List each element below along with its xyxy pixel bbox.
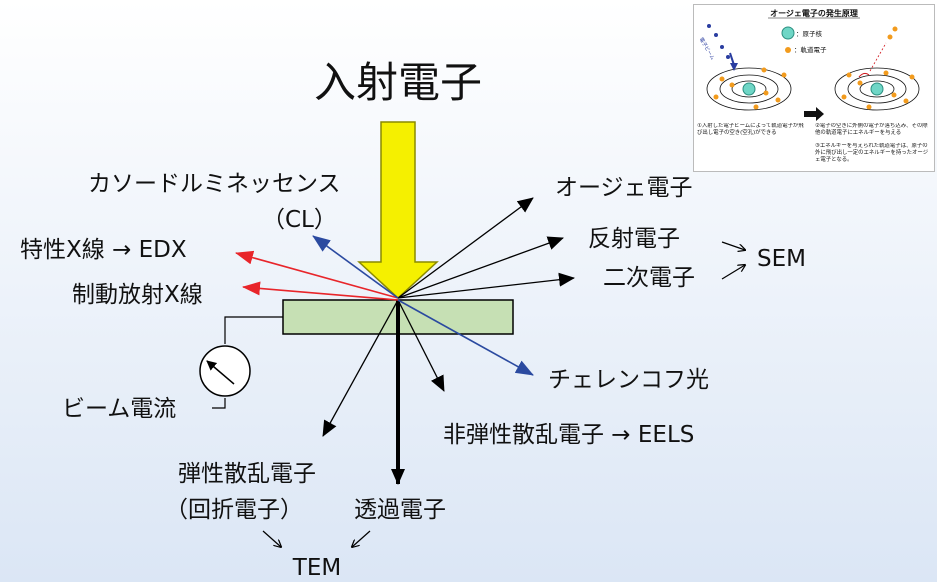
inset-note-right-2: ③エネルギーを与えられた軌道電子は、原子の外に飛び出し一定のエネルギーを持ったオ… xyxy=(815,143,929,163)
label-bremsstrahlung: 制動放射X線 xyxy=(72,282,203,308)
sem-group-arrow-top xyxy=(721,241,745,250)
characteristic-xray-arrow xyxy=(235,250,399,299)
inset-step-arrow xyxy=(804,107,824,121)
bremsstrahlung-arrow xyxy=(242,281,399,301)
beam-current-wire-bottom xyxy=(212,398,226,409)
label-cherenkov: チェレンコフ光 xyxy=(548,367,709,393)
ammeter-needle xyxy=(206,360,235,385)
sem-group-arrow-bottom xyxy=(721,265,745,280)
inset-canvas: オージェ電子の発生原理 ：原子核 ：軌道電子 電子ビーム xyxy=(697,8,929,163)
label-beam-current: ビーム電流 xyxy=(62,396,176,422)
atom-right xyxy=(834,26,920,111)
label-inelastic: 非弾性散乱電子 → EELS xyxy=(443,422,694,448)
cl-arrow xyxy=(312,235,399,299)
inset-beam-label: 電子ビーム xyxy=(698,36,716,61)
cherenkov-arrow xyxy=(397,299,534,376)
legend-nucleus: ：原子核 xyxy=(796,29,823,38)
label-elastic-line1: 弾性散乱電子 xyxy=(178,461,316,487)
label-cl-line1: カソードルミネッセンス xyxy=(88,171,341,197)
nucleus-legend-icon xyxy=(781,26,795,40)
inset-note-right-1: ②電子の空きに外側の電子が落ち込み、その際他の軌道電子にエネルギーを与える xyxy=(815,123,928,136)
elastic-arrow xyxy=(322,299,399,437)
auger-principle-inset: オージェ電子の発生原理 ：原子核 ：軌道電子 電子ビーム xyxy=(693,4,935,172)
diagram-title: 入射電子 xyxy=(314,58,482,107)
inset-note-left: ①入射した電子ビームによって軌道電子が飛び出し電子の空き(空孔)ができる xyxy=(697,123,804,136)
inelastic-arrow xyxy=(397,299,445,392)
tem-group-arrow-left xyxy=(262,530,281,547)
label-transmitted: 透過電子 xyxy=(354,497,446,523)
label-sem: SEM xyxy=(757,246,806,272)
label-secondary: 二次電子 xyxy=(603,265,695,291)
label-cl-line2: （CL） xyxy=(262,207,337,233)
orbital-legend-icon xyxy=(785,47,791,53)
label-reflected: 反射電子 xyxy=(588,226,680,252)
label-auger: オージェ電子 xyxy=(555,175,693,201)
incident-electron-arrow xyxy=(357,121,439,300)
secondary-arrow xyxy=(397,272,575,299)
legend-orbital: ：軌道電子 xyxy=(794,45,827,54)
auger-arrow xyxy=(397,197,534,299)
label-characteristic-xray: 特性X線 → EDX xyxy=(20,237,187,263)
ammeter-icon xyxy=(199,345,251,397)
reflected-arrow xyxy=(397,236,564,299)
tem-group-arrow-right xyxy=(352,530,371,547)
label-tem: TEM xyxy=(292,555,341,581)
label-elastic-line2: （回折電子） xyxy=(165,497,303,523)
atom-left: 電子ビーム xyxy=(698,24,792,111)
beam-current-wire xyxy=(224,316,283,344)
inset-title: オージェ電子の発生原理 xyxy=(770,8,858,18)
